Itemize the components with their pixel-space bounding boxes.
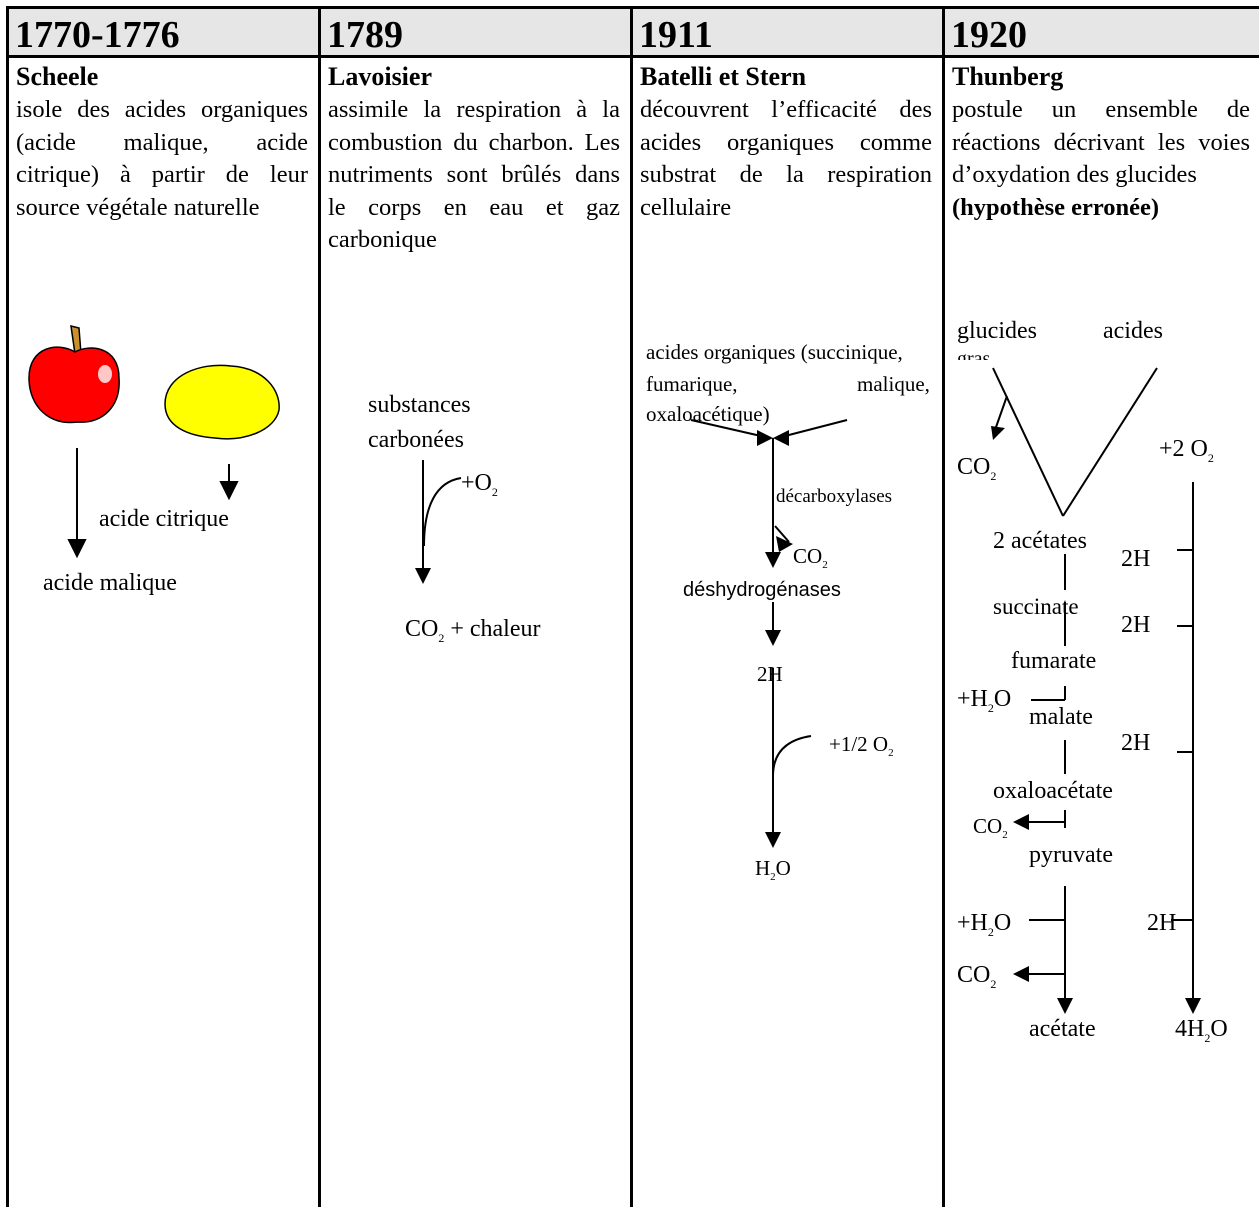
discovery-description: isole des acides organiques (acide maliq… xyxy=(16,96,308,221)
label-substances: substances xyxy=(368,392,471,418)
label-2h-b: 2H xyxy=(1121,612,1151,638)
year-header: 1789 xyxy=(321,6,630,58)
year-label: 1920 xyxy=(951,14,1027,56)
label-acides: acides xyxy=(1103,318,1163,344)
label-2-acetates: 2 acétates xyxy=(993,528,1087,554)
label-half-o2: +1/2 O2 xyxy=(829,732,894,760)
column-scheele: 1770-1776 Scheele isole des acides organ… xyxy=(6,6,318,1207)
thunberg-diagram xyxy=(991,367,1201,1014)
scientist-name: Batelli et Stern xyxy=(640,62,807,91)
batelli-stern-diagram xyxy=(690,419,848,848)
lemon-icon xyxy=(164,364,280,440)
label-co2-low: CO2 xyxy=(957,962,997,991)
scheele-arrows xyxy=(67,448,239,559)
label-water: H2O xyxy=(755,856,791,884)
label-2h: 2H xyxy=(757,662,783,686)
label-organic-acids-line2b: malique, xyxy=(857,372,930,396)
year-label: 1770-1776 xyxy=(15,14,180,56)
label-gras: gras xyxy=(957,348,991,360)
scientist-name: Lavoisier xyxy=(328,62,432,91)
scientist-name: Scheele xyxy=(16,62,99,91)
column-lavoisier: 1789 Lavoisier assimile la respiration à… xyxy=(318,6,630,1207)
year-header: 1770-1776 xyxy=(9,6,318,58)
discovery-description: découvrent l’efficacité des acides organ… xyxy=(640,96,932,221)
year-header: 1920 xyxy=(945,6,1259,58)
column-batelli-stern: 1911 Batelli et Stern découvrent l’effic… xyxy=(630,6,942,1207)
label-oxaloacetate: oxaloacétate xyxy=(993,778,1113,804)
year-header: 1911 xyxy=(633,6,942,58)
label-decarboxylases: décarboxylases xyxy=(776,486,893,507)
label-4h2o: 4H2O xyxy=(1175,1016,1228,1045)
label-malic-acid: acide malique xyxy=(43,570,177,596)
discovery-description: assimile la respiration à la combustion … xyxy=(328,96,620,253)
label-acetate: acétate xyxy=(1029,1016,1096,1042)
label-malate: malate xyxy=(1029,704,1093,730)
year-label: 1911 xyxy=(639,14,713,56)
label-carbonees: carbonées xyxy=(368,427,464,453)
label-co2-released: CO2 xyxy=(793,544,828,572)
lavoisier-diagram xyxy=(415,460,462,584)
discovery-description: postule un ensemble de réactions décriva… xyxy=(952,96,1250,221)
scheele-diagram xyxy=(28,325,280,559)
label-succinate: succinate xyxy=(993,594,1079,619)
label-2h-a: 2H xyxy=(1121,546,1151,572)
label-oxygen: +O2 xyxy=(461,470,498,499)
apple-icon xyxy=(28,325,120,424)
label-h2o-in-2: +H2O xyxy=(957,910,1012,939)
label-2h-c: 2H xyxy=(1121,730,1151,756)
label-co2-top: CO2 xyxy=(957,454,997,483)
label-co2-mid: CO2 xyxy=(973,814,1008,842)
column-thunberg: 1920 Thunberg postule un ensemble de réa… xyxy=(942,6,1259,1207)
label-h2o-in: +H2O xyxy=(957,686,1012,715)
label-organic-acids-line3: oxaloacétique) xyxy=(646,402,770,426)
label-co2-chaleur: CO2 + chaleur xyxy=(405,616,541,645)
label-fumarate: fumarate xyxy=(1011,648,1097,674)
label-deshydrogenases: déshydrogénases xyxy=(683,579,841,601)
year-label: 1789 xyxy=(327,14,403,56)
label-glucides: glucides xyxy=(957,318,1037,344)
hypothesis-note: (hypothèse erronée) xyxy=(952,193,1160,221)
label-citric-acid: acide citrique xyxy=(99,506,229,532)
label-organic-acids-line2a: fumarique, xyxy=(646,372,738,396)
label-plus-2-o2: +2 O2 xyxy=(1159,436,1214,465)
scientist-name: Thunberg xyxy=(952,62,1064,91)
label-2h-d: 2H xyxy=(1147,910,1177,936)
label-organic-acids-line1: acides organiques (succinique, xyxy=(646,340,903,364)
label-pyruvate: pyruvate xyxy=(1029,842,1113,868)
history-table: 1770-1776 Scheele isole des acides organ… xyxy=(6,6,1259,1207)
